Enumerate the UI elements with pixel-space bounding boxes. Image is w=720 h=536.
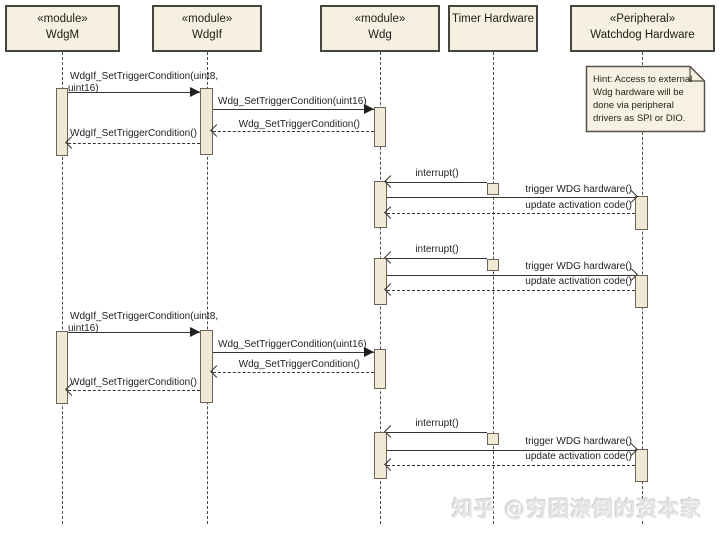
msg-label-settrigger-if-line1: WdgIf_SetTriggerCondition(uint8, <box>70 311 219 322</box>
activation-bar <box>200 330 213 403</box>
msg-label-trigger: trigger WDG hardware() <box>525 261 632 272</box>
message-return-line <box>213 131 374 132</box>
participant-box-wdg: «module» Wdg <box>320 5 440 52</box>
hint-note: Hint: Access to external Wdg hardware wi… <box>585 65 706 133</box>
message-return-line <box>68 143 200 144</box>
msg-label-settrigger-if-line1: WdgIf_SetTriggerCondition(uint8, <box>70 71 219 82</box>
filled-arrowhead-icon <box>190 87 200 97</box>
filled-arrowhead-icon <box>364 347 374 357</box>
message-return-line <box>213 372 374 373</box>
participant-box-watchdog: «Peripheral» Watchdog Hardware <box>570 5 715 52</box>
msg-label-trigger: trigger WDG hardware() <box>525 184 632 195</box>
msg-label-settrigger-wdg-call: Wdg_SetTriggerCondition(uint16) <box>218 96 367 107</box>
message-return-line <box>68 390 200 391</box>
message-return-line <box>387 290 635 291</box>
participant-stereotype: «module» <box>181 13 233 25</box>
message-line <box>387 258 487 259</box>
participant-stereotype: «module» <box>354 13 406 25</box>
note-outline-icon <box>585 65 706 133</box>
message-line <box>213 352 374 353</box>
activation-bar <box>487 433 499 445</box>
msg-label-settrigger-wdg-return: Wdg_SetTriggerCondition() <box>238 119 360 130</box>
activation-bar <box>635 449 648 482</box>
message-line <box>213 109 374 110</box>
participant-name: WdgIf <box>191 29 223 41</box>
hint-note-text: Hint: Access to external Wdg hardware wi… <box>593 74 693 124</box>
message-line <box>387 450 635 451</box>
msg-label-interrupt: interrupt() <box>415 244 459 255</box>
participant-box-timer: Timer Hardware <box>448 5 538 52</box>
message-line <box>387 182 487 183</box>
filled-arrowhead-icon <box>364 104 374 114</box>
participant-name: Watchdog Hardware <box>590 29 695 41</box>
msg-label-settrigger-if-return: WdgIf_SetTriggerCondition() <box>70 128 197 139</box>
message-line <box>387 197 635 198</box>
lifeline-timer <box>493 52 494 524</box>
message-line <box>387 275 635 276</box>
activation-bar <box>374 107 386 147</box>
msg-label-trigger: trigger WDG hardware() <box>525 436 632 447</box>
participant-name: Timer Hardware <box>451 13 534 25</box>
message-return-line <box>387 213 635 214</box>
lifeline-wdgm <box>62 52 63 524</box>
msg-label-settrigger-if-line2: uint16) <box>68 323 99 334</box>
participant-box-wdgif: «module» WdgIf <box>152 5 262 52</box>
msg-label-update: update activation code() <box>525 451 632 462</box>
participant-box-wdgm: «module» WdgM <box>5 5 120 52</box>
activation-bar <box>374 349 386 389</box>
participant-stereotype: «module» <box>37 13 88 25</box>
filled-arrowhead-icon <box>190 327 200 337</box>
message-return-line <box>387 465 635 466</box>
activation-bar <box>374 181 387 228</box>
msg-label-settrigger-wdg-call: Wdg_SetTriggerCondition(uint16) <box>218 339 367 350</box>
msg-label-interrupt: interrupt() <box>415 168 459 179</box>
activation-bar <box>56 331 68 404</box>
message-line <box>387 432 487 433</box>
msg-label-settrigger-wdg-return: Wdg_SetTriggerCondition() <box>238 359 360 370</box>
message-line <box>68 332 200 333</box>
msg-label-settrigger-if-line2: uint16) <box>68 83 99 94</box>
activation-bar <box>487 259 499 271</box>
activation-bar <box>487 183 499 195</box>
activation-bar <box>374 432 387 479</box>
activation-bar <box>200 88 213 155</box>
msg-label-update: update activation code() <box>525 200 632 211</box>
activation-bar <box>635 275 648 308</box>
watermark: 知乎 @穷困潦倒的资本家 <box>452 497 703 521</box>
participant-name: WdgM <box>45 29 80 41</box>
message-line <box>68 92 200 93</box>
msg-label-update: update activation code() <box>525 276 632 287</box>
msg-label-interrupt: interrupt() <box>415 418 459 429</box>
msg-label-settrigger-if-return: WdgIf_SetTriggerCondition() <box>70 377 197 388</box>
activation-bar <box>56 88 68 156</box>
participant-name: Wdg <box>368 29 392 41</box>
activation-bar <box>635 196 648 230</box>
lifeline-wdgif <box>207 52 208 524</box>
participant-stereotype: «Peripheral» <box>609 13 676 25</box>
activation-bar <box>374 258 387 305</box>
